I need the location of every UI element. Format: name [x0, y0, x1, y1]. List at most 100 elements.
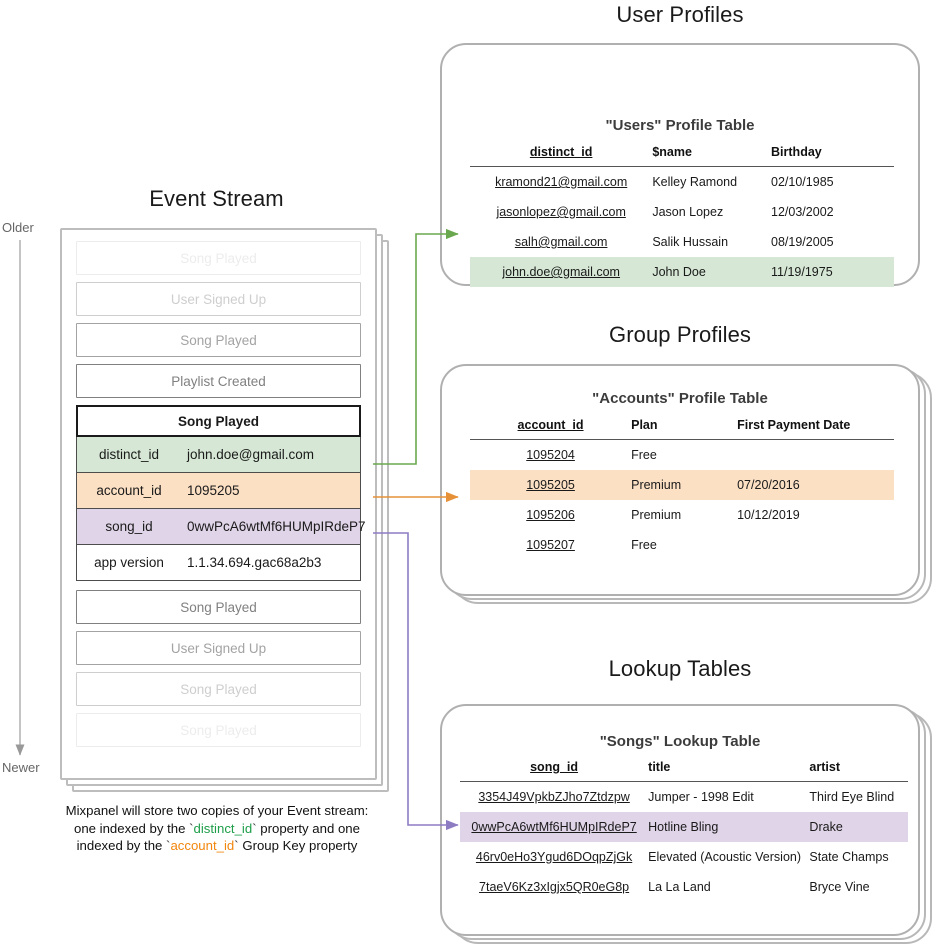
event-box[interactable]: Song Played [76, 241, 361, 275]
table-cell-key: 0wwPcA6wtMf6HUMpIRdeP7 [460, 812, 649, 842]
table-cell-key: 3354J49VpkbZJho7Ztdzpw [478, 790, 630, 804]
event-property-value: john.doe@gmail.com [187, 447, 315, 462]
column-header: Plan [631, 416, 738, 440]
table-cell: Salik Hussain [652, 235, 729, 249]
table-cell-key: 1095205 [470, 470, 632, 500]
column-header: First Payment Date [737, 416, 894, 440]
event-box[interactable]: Playlist Created [76, 364, 361, 398]
event-box[interactable]: Song Played [76, 323, 361, 357]
event-stream-heading: Event Stream [149, 186, 284, 211]
table-cell: State Champs [809, 850, 889, 864]
event-property-key: song_id [105, 519, 153, 534]
column-header: Birthday [771, 143, 894, 167]
table-cell [737, 530, 894, 560]
expanded-event-properties: distinct_id john.doe@gmail.com account_id 1… [76, 437, 366, 581]
caption-distinct-id-token: distinct_id [193, 820, 253, 836]
table-cell: Premium [631, 508, 682, 522]
event-box[interactable]: Song Played [76, 713, 361, 747]
caption-line-1: Mixpanel will store two copies of your E… [65, 803, 369, 818]
event-stream-caption: Mixpanel will store two copies of your E… [65, 803, 369, 853]
accounts-table-title: "Accounts" Profile Table [592, 390, 768, 407]
table-cell: Free [631, 538, 657, 552]
table-cell: Third Eye Blind [809, 790, 895, 804]
table-cell: Hotline Bling [648, 812, 810, 842]
table-cell: Premium [631, 470, 738, 500]
event-box[interactable]: User Signed Up [76, 631, 361, 665]
table-row[interactable]: 7taeV6Kz3xIgjx5QR0eG8p La La Land Bryce Vi… [460, 872, 908, 902]
table-cell: Jumper - 1998 Edit [648, 790, 754, 804]
songs-table-title: "Songs" Lookup Table [599, 733, 761, 750]
column-header: $name [652, 143, 772, 167]
table-cell-key: salh@gmail.com [514, 235, 608, 249]
table-cell-key: 7taeV6Kz3xIgjx5QR0eG8p [479, 880, 630, 894]
table-cell-key: 1095206 [526, 508, 575, 522]
table-cell-key: 1095207 [526, 538, 575, 552]
column-header: artist [809, 758, 908, 782]
caption-line-3-post: Group Key property [238, 838, 358, 853]
table-cell: Jason Lopez [652, 205, 724, 219]
table-cell: La La Land [648, 880, 711, 894]
table-cell: Elevated (Acoustic Version) [648, 850, 802, 864]
timeline-newer-label: Newer [2, 760, 40, 775]
event-property-key: account_id [96, 483, 162, 498]
table-cell: Kelley Ramond [652, 175, 738, 189]
caption-account-id-token: account_id [170, 838, 235, 853]
table-row[interactable]: 3354J49VpkbZJho7Ztdzpw Jumper - 1998 Edit… [460, 782, 908, 813]
event-property-value: 1095205 [187, 483, 240, 498]
table-row[interactable]: 1095204 Free [470, 440, 894, 471]
table-cell: 07/20/2016 [737, 470, 894, 500]
caption-line-3-pre: indexed by the [76, 838, 167, 853]
table-cell-key: jasonlopez@gmail.com [496, 205, 626, 219]
table-row[interactable]: 1095207 Free [470, 530, 894, 560]
lookup-tables-heading: Lookup Tables [608, 656, 752, 681]
expanded-event-title: Song Played [76, 405, 361, 437]
table-cell: John Doe [652, 257, 772, 287]
event-property-row: account_id 1095205 [76, 473, 361, 509]
table-cell: 11/19/1975 [771, 257, 894, 287]
event-property-value: 1.1.34.694.gac68a2b3 [187, 555, 322, 570]
group-profiles-heading: Group Profiles [608, 322, 751, 347]
table-cell: Free [631, 448, 657, 462]
table-cell: 02/10/1985 [771, 175, 834, 189]
table-cell: 10/12/2019 [737, 508, 800, 522]
table-cell: Drake [809, 812, 908, 842]
column-header: title [648, 758, 810, 782]
event-box[interactable]: User Signed Up [76, 282, 361, 316]
table-row[interactable]: kramond21@gmail.com Kelley Ramond 02/10/19… [470, 167, 894, 198]
table-cell-key: 1095204 [526, 448, 575, 462]
table-cell-key: 46rv0eHo3Ygud6DOqpZjGk [475, 850, 633, 864]
caption-line-2-pre: one indexed by the [74, 820, 190, 836]
table-cell: Bryce Vine [809, 880, 870, 894]
expanded-event[interactable]: Song Played distinct_id john.doe@gmail.co… [76, 405, 366, 581]
event-property-row: app version 1.1.34.694.gac68a2b3 [76, 545, 361, 581]
column-header: distinct_id [470, 143, 653, 167]
table-row[interactable]: jasonlopez@gmail.com Jason Lopez 12/03/200… [470, 197, 894, 227]
table-row[interactable]: 1095206 Premium 10/12/2019 [470, 500, 894, 530]
table-cell: 12/03/2002 [771, 205, 834, 219]
table-row[interactable]: 46rv0eHo3Ygud6DOqpZjGk Elevated (Acoustic… [460, 842, 908, 872]
caption-line-2-post: property and one [256, 820, 360, 836]
event-property-key: app version [94, 555, 164, 570]
event-box[interactable]: Song Played [76, 672, 361, 706]
event-box[interactable]: Song Played [76, 590, 361, 624]
table-cell-key: kramond21@gmail.com [495, 175, 628, 189]
column-header: account_id [470, 416, 632, 440]
event-property-key: distinct_id [98, 447, 160, 462]
event-property-value: 0wwPcA6wtMf6HUMpIRdeP7 [187, 519, 366, 534]
event-property-row: distinct_id john.doe@gmail.com [76, 437, 361, 473]
column-header: song_id [460, 758, 649, 782]
